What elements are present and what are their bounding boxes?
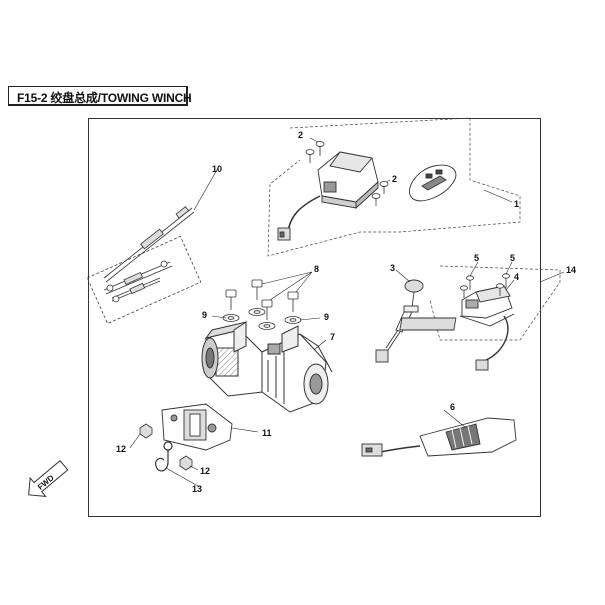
remote-fob: [409, 164, 457, 202]
callout-5-right: 5: [510, 253, 515, 263]
diagram-frame: [88, 118, 541, 517]
part-2-screws: [305, 141, 389, 206]
callout-7: 7: [330, 332, 335, 342]
group-boundary-upper: [267, 117, 521, 257]
part-10-cables: [86, 206, 202, 325]
fwd-arrow: FWD: [28, 459, 69, 497]
callout-10: 10: [212, 164, 222, 174]
callout-labels: 1 2 2 3 4 5 5 6 7 8 9 9 10 11 12 12 13 1…: [116, 130, 576, 494]
leader-lines: [129, 137, 565, 487]
callout-6: 6: [450, 402, 455, 412]
callout-1: 1: [514, 199, 519, 209]
callout-14: 14: [566, 265, 576, 275]
part-11-fairlead: [161, 403, 233, 451]
callout-8: 8: [314, 264, 319, 274]
callout-3: 3: [390, 263, 395, 273]
callout-9-right: 9: [324, 312, 329, 322]
part-4-relay: [399, 285, 515, 371]
part-8-bolts: [225, 279, 299, 320]
callout-2-top: 2: [298, 130, 303, 140]
part-1-contactor: [277, 151, 379, 241]
callout-12-right: 12: [200, 466, 210, 476]
part-6-handheld-remote: [361, 417, 517, 457]
callout-9-left: 9: [202, 310, 207, 320]
callout-4: 4: [514, 272, 519, 282]
part-9-washers: [222, 308, 302, 330]
callout-12-left: 12: [116, 444, 126, 454]
group-boundary-right: [429, 265, 561, 341]
part-12-nuts: [139, 423, 193, 471]
part-13-hook: [155, 441, 173, 472]
callout-13: 13: [192, 484, 202, 494]
diagram-title: F15-2 绞盘总成/TOWING WINCH: [17, 91, 192, 105]
callout-5-left: 5: [474, 253, 479, 263]
callout-2-right: 2: [392, 174, 397, 184]
callout-11: 11: [262, 428, 272, 438]
part-7-winch: [201, 321, 333, 413]
diagram-title-box: F15-2 绞盘总成/TOWING WINCH: [8, 86, 192, 106]
